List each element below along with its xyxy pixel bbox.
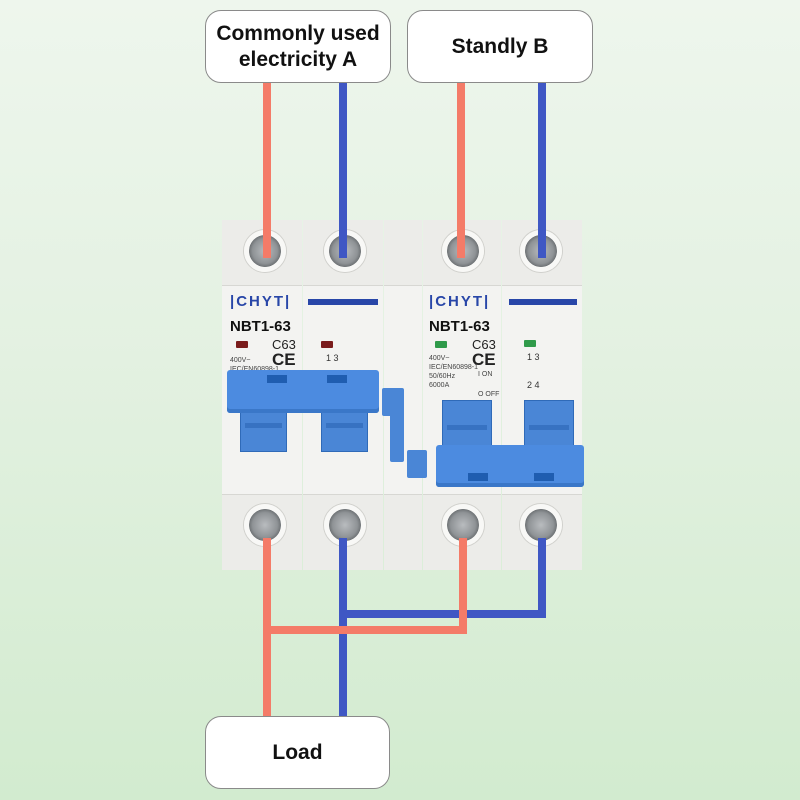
rating-a: C63 — [272, 337, 296, 352]
source-a-label: Commonly used electricity A — [205, 10, 391, 83]
off-label: O OFF — [478, 391, 500, 398]
source-b-label: Standly B — [407, 10, 593, 83]
on-label: I ON — [478, 371, 493, 378]
brand-bar — [308, 299, 378, 305]
indicator-a-icon — [236, 341, 248, 348]
specs-a: 400V~ IEC/EN60898-1 — [230, 357, 279, 373]
interlock-link-mid — [390, 410, 404, 462]
interlock-link-upper — [382, 388, 404, 416]
brand-logo-b: |CHYT| — [429, 293, 491, 310]
pole-schematic-b-top: 1 3 — [527, 352, 540, 362]
indicator-b-icon — [435, 341, 447, 348]
specs-b: 400V~ IEC/EN60898-1 50/60Hz 6000A — [429, 355, 479, 389]
interlock-module — [384, 220, 422, 570]
dual-power-breaker: |CHYT| NBT1-63 C63 CE 400V~ IEC/EN60898-… — [222, 220, 584, 572]
ce-mark-b: CE — [472, 350, 496, 369]
handle-a[interactable] — [227, 370, 379, 413]
model-b: NBT1-63 — [429, 318, 490, 335]
brand-bar — [509, 299, 577, 305]
model-a: NBT1-63 — [230, 318, 291, 335]
pole-schematic-a: 1 3 — [326, 353, 339, 363]
source-b-text: Standly B — [451, 34, 549, 58]
handle-b[interactable] — [436, 445, 584, 487]
wire-live-bridge — [267, 538, 467, 634]
indicator-b2-icon — [524, 340, 536, 347]
source-a-text: Commonly used electricity A — [216, 21, 380, 71]
brand-logo-a: |CHYT| — [230, 293, 292, 310]
indicator-a2-icon — [321, 341, 333, 348]
pole-schematic-b-bottom: 2 4 — [527, 380, 540, 390]
interlock-link-lower — [407, 450, 427, 478]
rating-b: C63 — [472, 337, 496, 352]
load-text: Load — [272, 740, 323, 764]
wire-neutral-bridge — [343, 538, 546, 618]
ce-mark-a: CE — [272, 350, 296, 369]
load-label: Load — [205, 716, 390, 789]
